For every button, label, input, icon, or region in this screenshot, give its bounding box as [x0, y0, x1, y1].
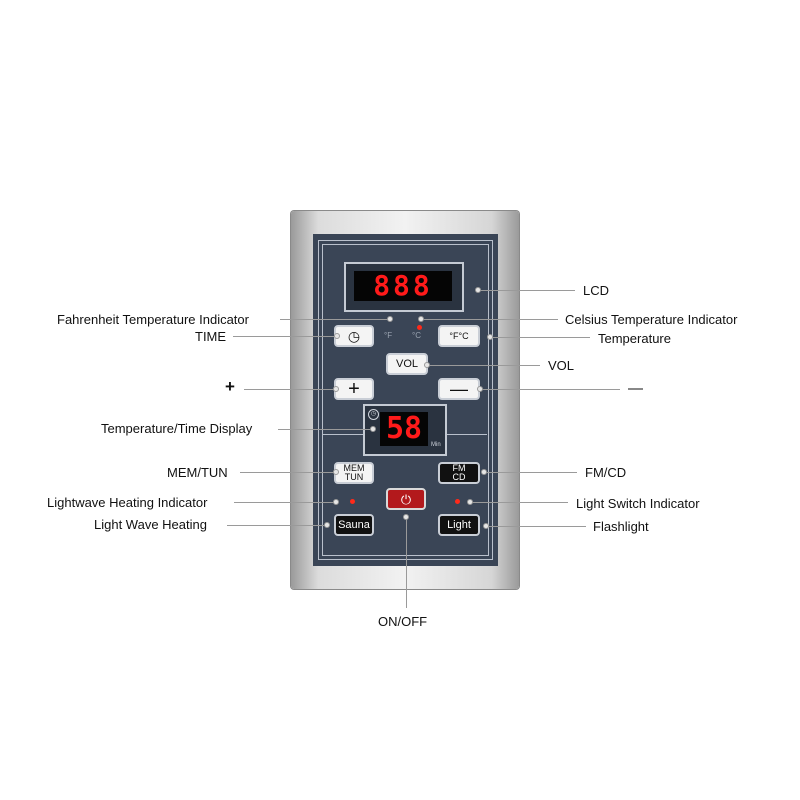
timer-icon: ◷ — [368, 409, 379, 420]
fm-label: FM — [452, 463, 466, 473]
leader-dot-time — [334, 333, 340, 339]
vol-button-label: VOL — [395, 357, 418, 370]
vol-button[interactable]: VOL — [386, 353, 428, 375]
leader-dot-fm-cd — [481, 469, 487, 475]
leader-mem-tun — [240, 472, 336, 473]
leader-lightwave — [234, 502, 336, 503]
leader-temperature — [490, 337, 590, 338]
label-light-switch-indicator: Light Switch Indicator — [576, 496, 700, 511]
leader-time — [233, 336, 337, 337]
light-switch-led — [455, 499, 460, 504]
label-temp-time-display: Temperature/Time Display — [101, 421, 253, 436]
label-mem-tun: MEM/TUN — [167, 465, 228, 480]
leader-celsius — [421, 319, 558, 320]
cd-label: CD — [452, 472, 466, 482]
leader-plus — [244, 389, 336, 390]
lcd-display: 888 — [344, 262, 464, 312]
light-label: Light — [447, 518, 471, 531]
lcd-digits: 888 — [354, 271, 452, 301]
power-icon: ⏻ — [400, 491, 412, 507]
leader-display — [278, 429, 373, 430]
display-unit: Min — [431, 442, 441, 448]
leader-minus — [480, 389, 620, 390]
leader-dot-light-switch — [467, 499, 473, 505]
label-flashlight: Flashlight — [593, 519, 649, 534]
sauna-label: Sauna — [338, 518, 370, 531]
label-vol: VOL — [548, 358, 575, 373]
label-celsius-indicator: Celsius Temperature Indicator — [565, 312, 738, 327]
time-button[interactable]: ◷ — [334, 325, 374, 347]
panel-border-outer — [318, 240, 493, 560]
celsius-led — [417, 325, 422, 330]
tun-label: TUN — [344, 472, 364, 482]
leader-dot-fahrenheit — [387, 316, 393, 322]
clock-icon: ◷ — [347, 327, 361, 344]
leader-fm-cd — [484, 472, 577, 473]
temperature-button[interactable]: °F°C — [438, 325, 480, 347]
leader-dot-light-wave-heating — [324, 522, 330, 528]
leader-lcd — [478, 290, 575, 291]
celsius-symbol: °C — [412, 331, 421, 340]
label-lcd: LCD — [583, 283, 610, 298]
sauna-button[interactable]: Sauna — [334, 514, 374, 536]
light-button[interactable]: Light — [438, 514, 480, 536]
leader-dot-plus — [333, 386, 339, 392]
thermometer-icon: °F°C — [449, 330, 469, 341]
minus-button[interactable]: — — [438, 378, 480, 400]
leader-dot-display — [370, 426, 376, 432]
label-temperature: Temperature — [598, 331, 671, 346]
leader-vol — [427, 365, 540, 366]
leader-flashlight — [486, 526, 586, 527]
leader-dot-celsius — [418, 316, 424, 322]
plus-button[interactable]: + — [334, 378, 374, 400]
temp-time-display: ◷ 58 Min — [363, 404, 447, 456]
panel-border-inner — [322, 244, 489, 556]
leader-on-off — [406, 517, 407, 608]
leader-dot-lightwave — [333, 499, 339, 505]
fm-cd-button[interactable]: FM CD — [438, 462, 480, 484]
leader-dot-flashlight — [483, 523, 489, 529]
leader-dot-mem-tun — [333, 469, 339, 475]
label-light-wave-heating: Light Wave Heating — [94, 517, 207, 532]
power-button[interactable]: ⏻ — [386, 488, 426, 510]
leader-dot-on-off — [403, 514, 409, 520]
label-lightwave-indicator: Lightwave Heating Indicator — [47, 495, 208, 510]
plus-icon: + — [348, 378, 360, 400]
label-minus: — — [628, 380, 643, 397]
leader-dot-temperature — [487, 334, 493, 340]
label-on-off: ON/OFF — [378, 614, 428, 629]
label-plus: + — [225, 377, 235, 396]
mem-tun-button[interactable]: MEM TUN — [334, 462, 374, 484]
lightwave-led — [350, 499, 355, 504]
leader-fahrenheit — [280, 319, 390, 320]
leader-dot-minus — [477, 386, 483, 392]
label-time: TIME — [195, 329, 227, 344]
display-digits: 58 — [380, 412, 428, 446]
leader-dot-lcd — [475, 287, 481, 293]
fahrenheit-symbol: °F — [384, 331, 393, 340]
leader-dot-vol — [424, 362, 430, 368]
label-fm-cd: FM/CD — [585, 465, 627, 480]
label-fahrenheit-indicator: Fahrenheit Temperature Indicator — [57, 312, 249, 327]
leader-light-wave-heating — [227, 525, 327, 526]
mem-label: MEM — [343, 463, 365, 473]
minus-icon: — — [450, 379, 468, 399]
leader-light-switch — [470, 502, 568, 503]
